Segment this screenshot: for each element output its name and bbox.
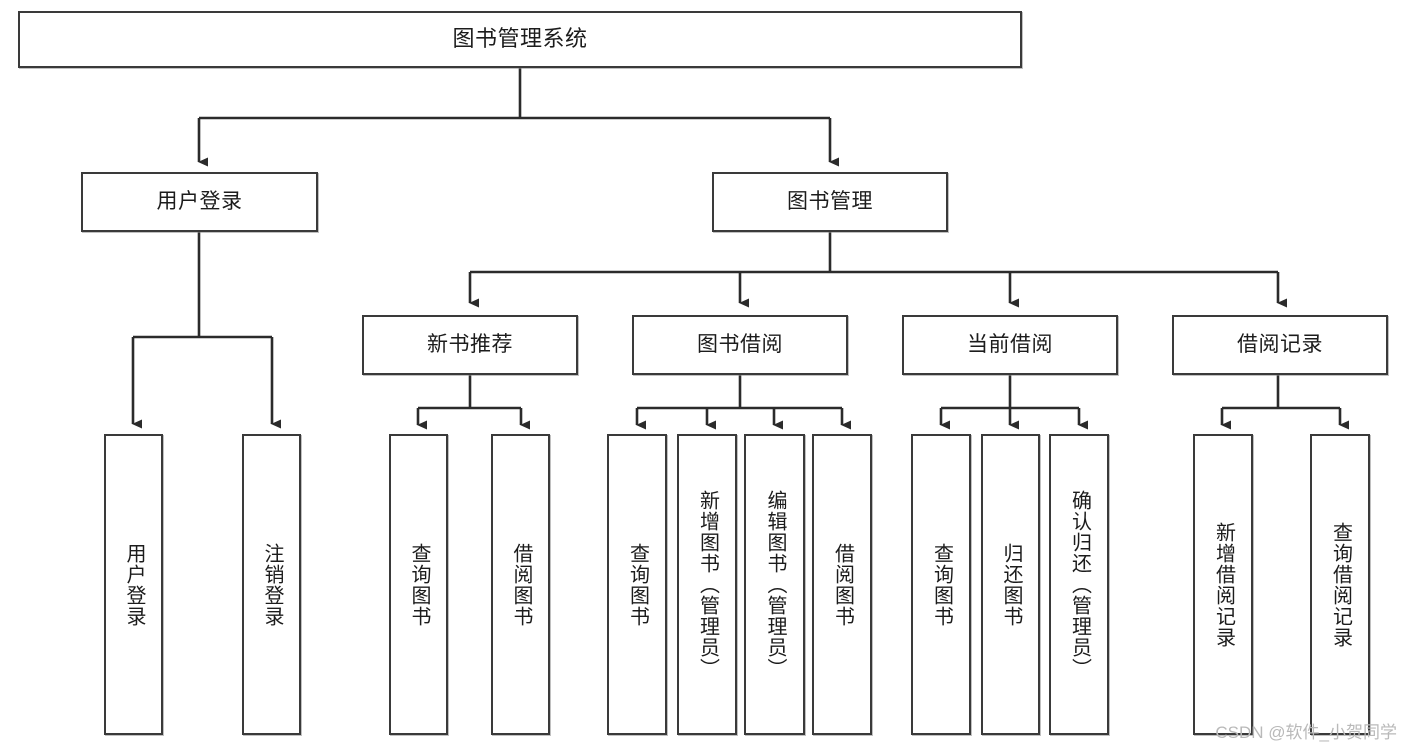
- node-label: 注销登录: [261, 542, 283, 627]
- leaf-add-book-admin[interactable]: 新增图书（管理员）: [677, 434, 737, 735]
- node-label: 图书借阅: [697, 333, 783, 357]
- node-label: 新书推荐: [427, 333, 513, 357]
- node-label: 借阅记录: [1237, 333, 1323, 357]
- node-label: 借阅图书: [831, 542, 854, 627]
- node-new-book-recommend[interactable]: 新书推荐: [362, 315, 578, 375]
- node-label: 归还图书: [1000, 542, 1022, 627]
- node-user-login[interactable]: 用户登录: [81, 172, 318, 232]
- node-label: 用户登录: [123, 542, 145, 627]
- node-label: 查询借阅记录: [1329, 521, 1352, 648]
- leaf-borrow-book-recommend[interactable]: 借阅图书: [491, 434, 550, 735]
- leaf-add-borrow-record[interactable]: 新增借阅记录: [1193, 434, 1253, 735]
- leaf-query-borrow-record[interactable]: 查询借阅记录: [1310, 434, 1370, 735]
- csdn-watermark: CSDN @软件_小贺同学: [1215, 723, 1397, 742]
- node-label: 编辑图书（管理员）: [764, 490, 786, 679]
- node-label: 确认归还（管理员）: [1068, 490, 1091, 679]
- leaf-borrow-book[interactable]: 借阅图书: [812, 434, 872, 735]
- leaf-return-book[interactable]: 归还图书: [981, 434, 1040, 735]
- node-book-borrow[interactable]: 图书借阅: [632, 315, 848, 375]
- node-label: 查询图书: [408, 542, 430, 627]
- node-current-borrow[interactable]: 当前借阅: [902, 315, 1118, 375]
- node-label: 图书管理: [787, 190, 873, 214]
- leaf-query-book-current[interactable]: 查询图书: [911, 434, 971, 735]
- node-borrow-record[interactable]: 借阅记录: [1172, 315, 1388, 375]
- leaf-logout[interactable]: 注销登录: [242, 434, 301, 735]
- node-label: 借阅图书: [510, 542, 532, 627]
- leaf-confirm-return-admin[interactable]: 确认归还（管理员）: [1049, 434, 1109, 735]
- leaf-user-login[interactable]: 用户登录: [104, 434, 163, 735]
- node-book-management[interactable]: 图书管理: [712, 172, 948, 232]
- node-label: 当前借阅: [967, 333, 1053, 357]
- node-label: 用户登录: [156, 190, 243, 214]
- node-label: 查询图书: [626, 542, 649, 627]
- leaf-query-book-recommend[interactable]: 查询图书: [389, 434, 448, 735]
- node-root-system[interactable]: 图书管理系统: [18, 11, 1022, 68]
- node-label: 新增图书（管理员）: [696, 490, 719, 679]
- leaf-query-book-borrow[interactable]: 查询图书: [607, 434, 667, 735]
- node-label: 新增借阅记录: [1212, 521, 1235, 648]
- leaf-edit-book-admin[interactable]: 编辑图书（管理员）: [744, 434, 805, 735]
- node-label: 图书管理系统: [452, 26, 588, 52]
- node-label: 查询图书: [930, 542, 953, 627]
